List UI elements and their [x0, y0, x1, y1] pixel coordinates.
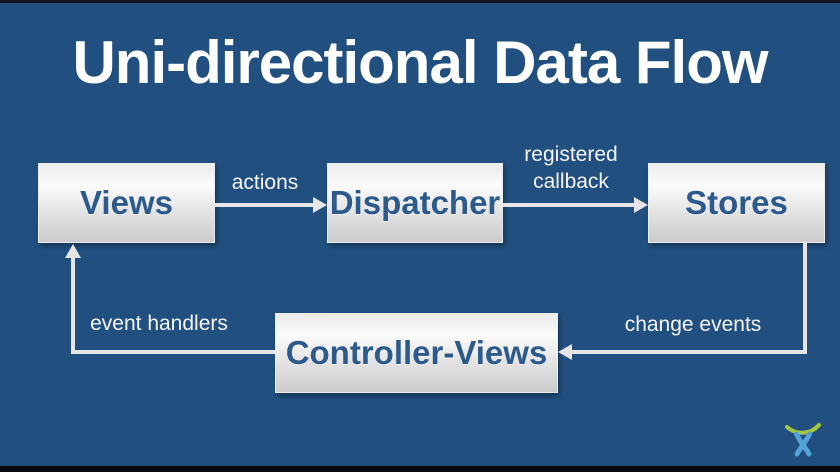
edge-views-to-dispatcher-line [215, 203, 313, 207]
node-views: Views [38, 163, 215, 243]
node-stores-label: Stores [685, 184, 788, 221]
node-stores: Stores [648, 163, 825, 243]
node-controller-views-label: Controller-Views [285, 334, 548, 371]
letterbox-bottom [0, 466, 840, 472]
atlassian-logo-icon [783, 419, 823, 459]
edge-dispatcher-to-stores-line [503, 203, 634, 207]
edge-change-events-label: change events [624, 313, 762, 336]
edge-controller-to-views-vline [71, 258, 75, 350]
node-dispatcher: Dispatcher [327, 163, 503, 243]
edge-actions-label: actions [231, 171, 299, 194]
node-dispatcher-label: Dispatcher [329, 184, 501, 221]
arrowhead-right-icon [313, 197, 327, 213]
letterbox-top [0, 0, 840, 3]
edge-stores-to-controller-vline [803, 243, 807, 354]
slide-title: Uni-directional Data Flow [72, 29, 768, 96]
edge-stores-to-controller-hline [572, 350, 807, 354]
node-views-label: Views [80, 184, 173, 221]
arrowhead-up-icon [65, 244, 81, 258]
arrowhead-left-icon [558, 344, 572, 360]
node-controller-views: Controller-Views [275, 313, 558, 393]
arrowhead-right-icon [634, 197, 648, 213]
edge-registered-callback-label: registered callback [524, 143, 618, 193]
edge-event-handlers-label: event handlers [90, 312, 228, 335]
edge-controller-to-views-hline [71, 350, 275, 354]
